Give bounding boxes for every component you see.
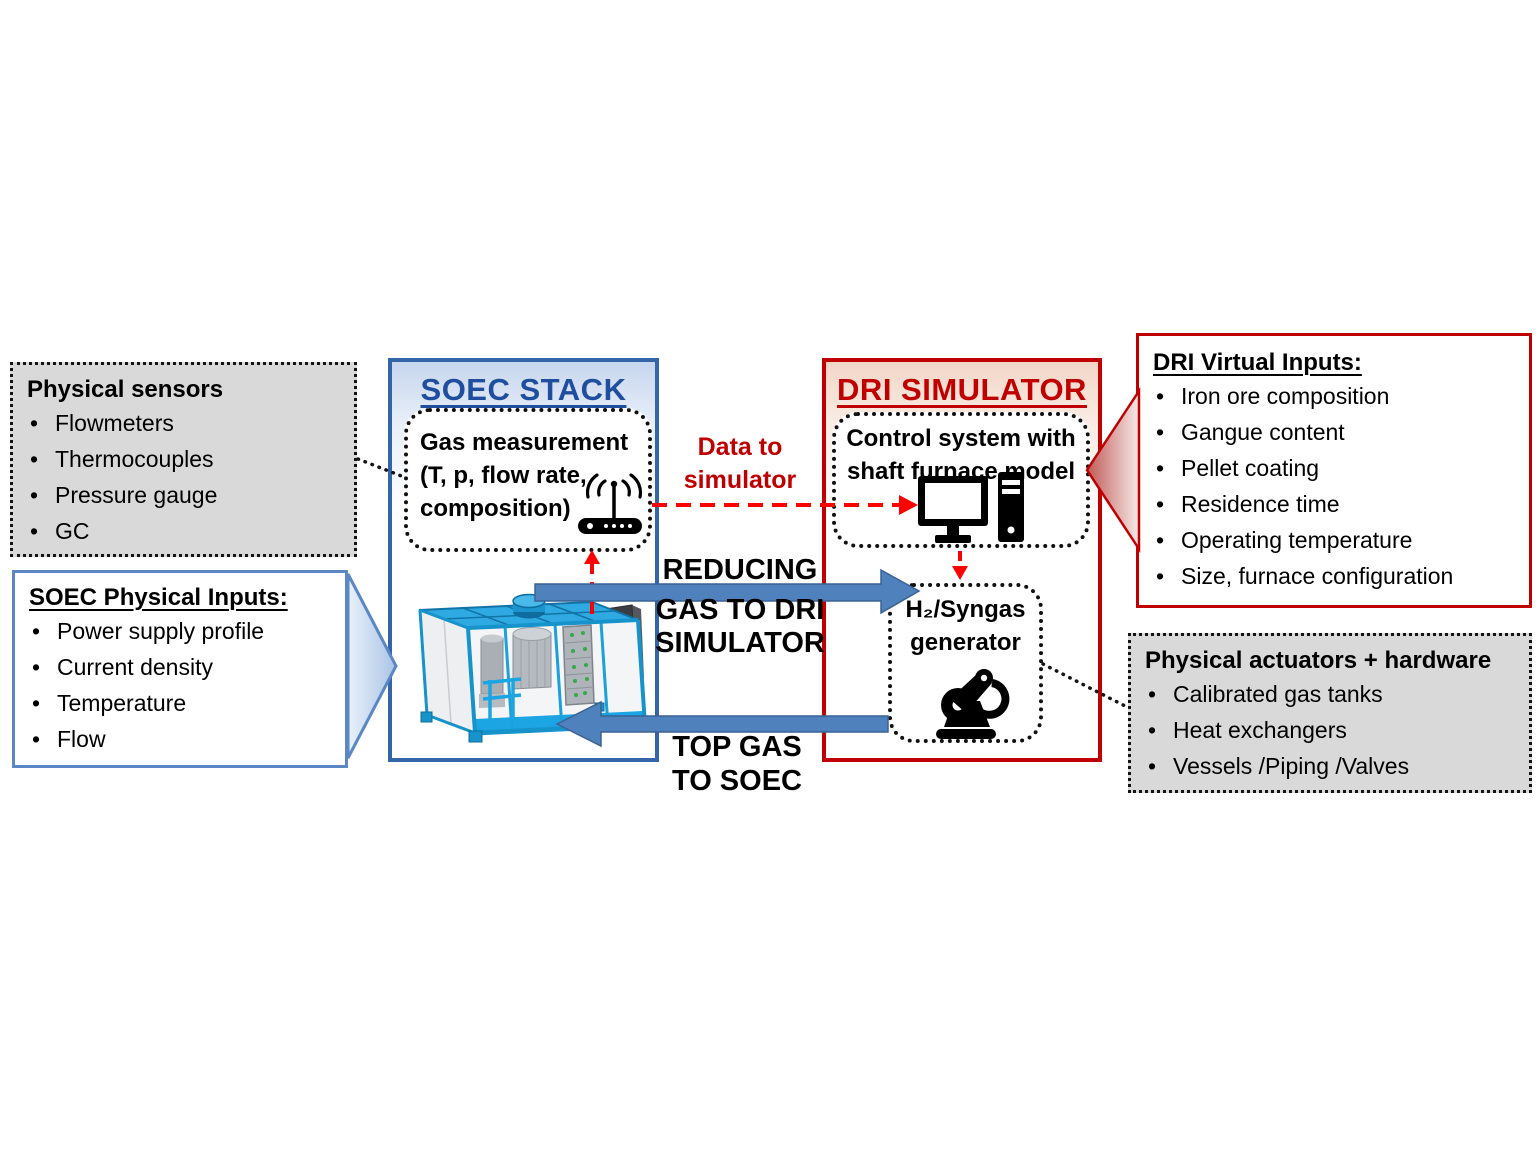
list-item: • Power supply profile	[15, 613, 345, 649]
control-system-box: Control system with shaft furnace model	[832, 412, 1090, 548]
list-item: • Pellet coating	[1139, 450, 1529, 486]
bullet: •	[1147, 717, 1157, 743]
gas-measurement-box: Gas measurement (T, p, flow rate, compos…	[404, 408, 652, 552]
gas-measurement-line: Gas measurement	[420, 429, 629, 456]
soec-stack-box: SOEC STACK Gas measurement (T, p, flow r…	[388, 358, 659, 762]
dri-virtual-inputs-title: DRI Virtual Inputs:	[1153, 349, 1362, 376]
label-line: SIMULATOR	[655, 627, 825, 659]
bullet: •	[1155, 383, 1165, 409]
list-item-label: Size, furnace configuration	[1181, 563, 1454, 589]
bullet: •	[1155, 491, 1165, 517]
list-item-label: Residence time	[1181, 491, 1340, 517]
list-item-label: Pressure gauge	[55, 482, 218, 508]
list-item-label: Temperature	[57, 690, 187, 716]
bullet: •	[1155, 563, 1165, 589]
control-system-line: Control system with	[846, 425, 1076, 452]
list-item-label: Power supply profile	[57, 618, 265, 644]
list-item: • Thermocouples	[13, 441, 354, 477]
bullet: •	[31, 654, 41, 680]
list-item: • GC	[13, 513, 354, 549]
bullet: •	[29, 410, 39, 436]
soec-physical-inputs-title: SOEC Physical Inputs:	[29, 584, 288, 611]
list-item-label: Current density	[57, 654, 213, 680]
list-item: • Temperature	[15, 685, 345, 721]
label-line: TO SOEC	[672, 765, 802, 797]
list-item-label: Heat exchangers	[1173, 717, 1347, 743]
bullet: •	[1155, 455, 1165, 481]
list-item: • Current density	[15, 649, 345, 685]
bullet: •	[29, 518, 39, 544]
list-item-label: Flow	[57, 726, 106, 752]
bullet: •	[31, 618, 41, 644]
label-line: Data to	[697, 433, 783, 461]
dri-virtual-inputs-box: DRI Virtual Inputs: • Iron ore compositio…	[1136, 333, 1532, 608]
bullet: •	[31, 690, 41, 716]
bullet: •	[29, 482, 39, 508]
list-item-label: Calibrated gas tanks	[1173, 681, 1383, 707]
physical-actuators-title: Physical actuators + hardware	[1145, 647, 1492, 674]
list-item-label: Gangue content	[1181, 419, 1345, 445]
bullet: •	[1147, 753, 1157, 779]
list-item-label: GC	[55, 518, 90, 544]
soec-stack-title: SOEC STACK	[420, 372, 627, 407]
list-item-label: Thermocouples	[55, 446, 214, 472]
list-item: • Size, furnace configuration	[1139, 558, 1529, 594]
robot-arm-icon	[936, 669, 1010, 739]
bullet: •	[1155, 527, 1165, 553]
label-line: TOP GAS	[672, 731, 802, 763]
bullet: •	[29, 446, 39, 472]
wifi-router-icon	[578, 473, 643, 534]
list-item-label: Flowmeters	[55, 410, 174, 436]
bullet: •	[1155, 419, 1165, 445]
bullet: •	[31, 726, 41, 752]
data-to-simulator-label: Data to simulator	[650, 431, 830, 497]
list-item: • Gangue content	[1139, 414, 1529, 450]
label-line: GAS TO DRI	[655, 594, 825, 626]
list-item: • Operating temperature	[1139, 522, 1529, 558]
list-item: • Vessels /Piping /Valves	[1131, 748, 1529, 784]
gas-measurement-line: composition)	[420, 495, 571, 522]
list-item-label: Vessels /Piping /Valves	[1173, 753, 1410, 779]
list-item-label: Iron ore composition	[1181, 383, 1390, 409]
h2-syngas-line: generator	[910, 629, 1021, 656]
list-item: • Pressure gauge	[13, 477, 354, 513]
container-front	[466, 618, 647, 735]
h2-syngas-generator-box: H₂/Syngas generator	[888, 583, 1043, 743]
dri-simulator-title: DRI SIMULATOR	[837, 372, 1087, 407]
soec-container-3d-render	[418, 593, 650, 743]
list-item-label: Pellet coating	[1181, 455, 1320, 481]
bullet: •	[1147, 681, 1157, 707]
label-line: REDUCING	[662, 554, 818, 586]
list-item: • Residence time	[1139, 486, 1529, 522]
list-item: • Calibrated gas tanks	[1131, 676, 1529, 712]
gas-measurement-line: (T, p, flow rate,	[420, 462, 587, 489]
list-item-label: Operating temperature	[1181, 527, 1413, 553]
list-item: • Flowmeters	[13, 405, 354, 441]
list-item: • Flow	[15, 721, 345, 757]
h2-syngas-line: H₂/Syngas	[905, 596, 1026, 623]
physical-sensors-title: Physical sensors	[27, 376, 224, 403]
physical-sensors-box: Physical sensors • Flowmeters • Thermocoup…	[10, 362, 357, 557]
physical-actuators-box: Physical actuators + hardware • Calibrate…	[1128, 633, 1532, 793]
label-line: simulator	[683, 466, 797, 494]
list-item: • Heat exchangers	[1131, 712, 1529, 748]
list-item: • Iron ore composition	[1139, 378, 1529, 414]
desktop-computer-icon	[918, 472, 1024, 543]
soec-physical-inputs-box: SOEC Physical Inputs: • Power supply prof…	[12, 570, 348, 768]
top-gas-label: TOP GAS TO SOEC	[637, 730, 837, 798]
dri-simulator-box: DRI SIMULATOR Control system with shaft …	[822, 358, 1102, 762]
